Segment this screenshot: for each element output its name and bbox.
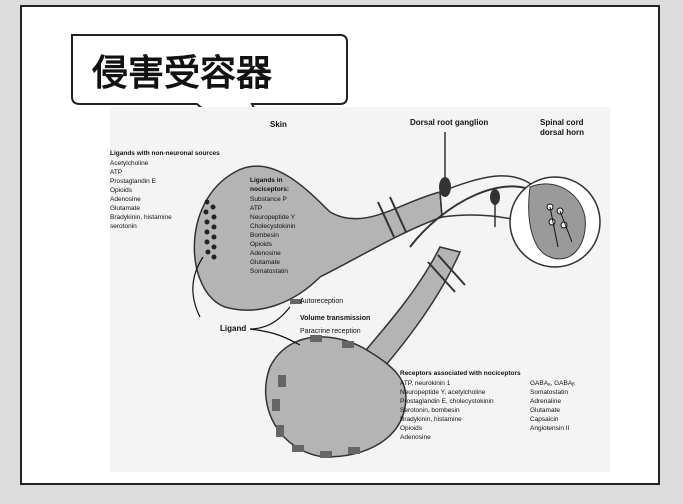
svg-text:Cholecystokinin: Cholecystokinin	[250, 223, 296, 230]
label-spinal-1: Spinal cord	[540, 118, 584, 127]
svg-text:Substance P: Substance P	[250, 196, 287, 203]
peripheral-terminal	[194, 166, 442, 310]
svg-text:serotonin: serotonin	[110, 223, 137, 230]
label-autoreception: Autoreception	[300, 298, 343, 305]
label-drg: Dorsal root ganglion	[410, 118, 488, 127]
svg-text:Glutamate: Glutamate	[530, 407, 560, 414]
svg-text:Glutamate: Glutamate	[110, 205, 140, 212]
svg-text:Bradykinin, histamine: Bradykinin, histamine	[110, 214, 172, 221]
drg-cell-body	[439, 177, 451, 197]
drg-cell-body-2	[490, 189, 500, 205]
svg-text:Neuropeptide Y: Neuropeptide Y	[250, 214, 296, 221]
svg-text:Adrenaline: Adrenaline	[530, 398, 561, 405]
svg-text:Capsaicin: Capsaicin	[530, 416, 559, 423]
svg-text:Prostaglandin E: Prostaglandin E	[110, 178, 157, 185]
svg-text:Somatostatin: Somatostatin	[530, 389, 568, 396]
svg-text:Prostaglandin E, cholecystokin: Prostaglandin E, cholecystokinin	[400, 398, 494, 405]
svg-text:Opioids: Opioids	[400, 425, 423, 432]
svg-text:Adenosine: Adenosine	[110, 196, 141, 203]
receptors-left-list: ATP, neurokinin 1 Neuropeptide Y, acetyl…	[400, 380, 494, 441]
nociceptor-heading-1: Ligands in	[250, 177, 283, 184]
svg-text:ATP: ATP	[250, 205, 262, 212]
svg-text:Adenosine: Adenosine	[250, 250, 281, 257]
label-volume: Volume transmission	[300, 315, 370, 322]
svg-text:Opioids: Opioids	[110, 187, 133, 194]
label-ligand: Ligand	[220, 324, 246, 333]
svg-text:GABAₐ, GABAᵦ: GABAₐ, GABAᵦ	[530, 380, 575, 387]
receptors-right-list: GABAₐ, GABAᵦ Somatostatin Adrenaline Glu…	[530, 380, 575, 432]
svg-text:Bombesin: Bombesin	[250, 232, 279, 239]
svg-text:Opioids: Opioids	[250, 241, 273, 248]
svg-text:ATP: ATP	[110, 169, 122, 176]
svg-text:Serotonin, bombesin: Serotonin, bombesin	[400, 407, 460, 414]
svg-text:Acetylcholine: Acetylcholine	[110, 160, 149, 167]
non-neuronal-heading: Ligands with non-neuronal sources	[110, 150, 220, 157]
svg-text:Angiotensin II: Angiotensin II	[530, 425, 570, 432]
nociceptor-diagram: Skin Dorsal root ganglion Spinal cord do…	[110, 107, 610, 472]
descending-axon	[360, 247, 460, 372]
svg-text:Somatostatin: Somatostatin	[250, 268, 288, 275]
label-skin: Skin	[270, 120, 287, 129]
page-title: 侵害受容器	[91, 53, 273, 94]
nociceptor-heading-2: nociceptors:	[250, 186, 289, 193]
non-neuronal-list: Acetylcholine ATP Prostaglandin E Opioid…	[110, 160, 172, 230]
slide: 侵害受容器	[20, 5, 660, 485]
svg-text:Glutamate: Glutamate	[250, 259, 280, 266]
svg-text:ATP, neurokinin 1: ATP, neurokinin 1	[400, 380, 451, 387]
receptors-heading: Receptors associated with nociceptors	[400, 370, 521, 377]
svg-text:Adenosine: Adenosine	[400, 434, 431, 441]
label-spinal-2: dorsal horn	[540, 128, 584, 137]
svg-text:Neuropeptide Y, acetylcholine: Neuropeptide Y, acetylcholine	[400, 389, 486, 396]
label-paracrine: Paracrine reception	[300, 328, 361, 335]
svg-text:Bradykinin, histamine: Bradykinin, histamine	[400, 416, 462, 423]
